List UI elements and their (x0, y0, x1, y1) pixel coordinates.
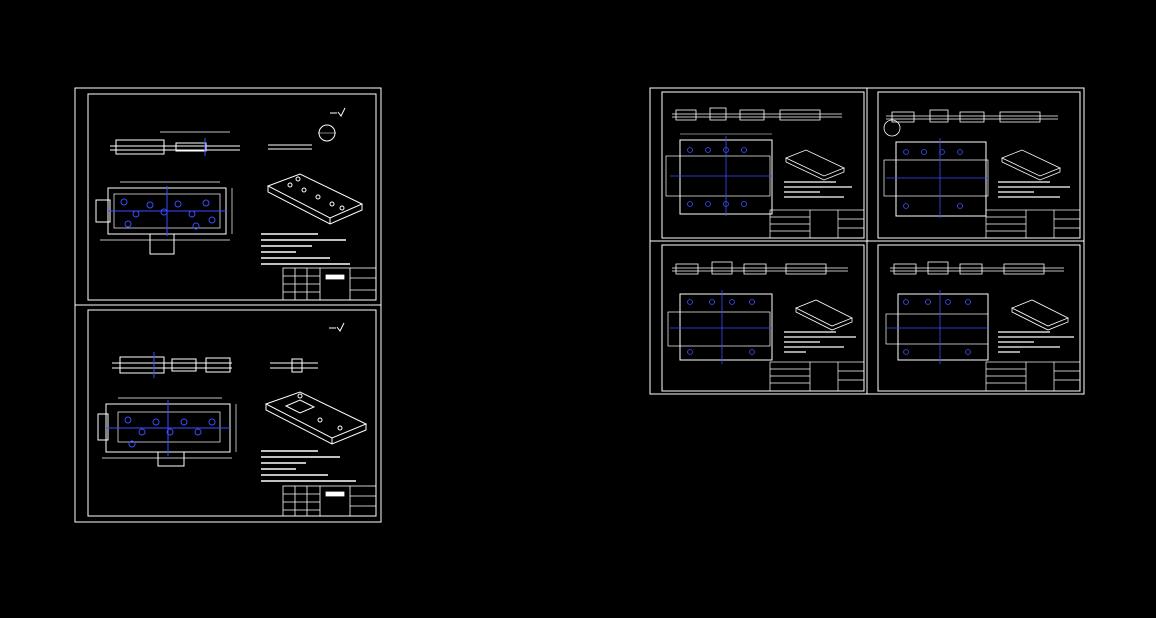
technical-notes (998, 181, 1070, 198)
roughness-symbol (329, 322, 345, 332)
plan-view (883, 138, 989, 218)
sheet-border (661, 244, 865, 392)
title-block (769, 361, 865, 392)
left-drawing-set[interactable] (74, 87, 382, 523)
plan-view (97, 397, 237, 467)
plan-view (665, 133, 773, 216)
iso-view (1011, 299, 1069, 331)
sheet-right-top-right[interactable] (877, 91, 1081, 239)
iso-view (785, 149, 845, 181)
title-block (985, 209, 1081, 239)
iso-view (1001, 149, 1061, 181)
sheet-border (877, 91, 1081, 239)
plan-view (95, 181, 233, 255)
side-view (672, 261, 848, 275)
sheet-border (661, 91, 865, 239)
sheet-border (87, 309, 377, 517)
sheet-right-bottom-left[interactable] (661, 244, 865, 392)
iso-view (264, 391, 368, 445)
sheet-left-top[interactable] (87, 93, 377, 301)
title-block (282, 267, 377, 301)
side-view (883, 109, 1058, 137)
plan-view (885, 290, 989, 364)
technical-notes (784, 331, 856, 353)
technical-notes (261, 233, 350, 265)
technical-notes (998, 331, 1074, 353)
side-view (112, 352, 232, 378)
end-view (270, 358, 318, 373)
side-view (672, 107, 842, 121)
plan-view (667, 290, 773, 364)
iso-view (266, 173, 364, 225)
side-view (890, 261, 1064, 275)
title-block (282, 485, 377, 517)
sheet-left-bottom[interactable] (87, 309, 377, 517)
sheet-border (87, 93, 377, 301)
sheet-right-top-left[interactable] (661, 91, 865, 239)
end-view (268, 124, 336, 150)
title-block (769, 209, 865, 239)
title-block (985, 361, 1081, 392)
roughness-symbol (330, 107, 346, 117)
sheet-border (877, 244, 1081, 392)
iso-view (795, 299, 853, 331)
right-drawing-set[interactable] (649, 87, 1085, 395)
sheet-right-bottom-right[interactable] (877, 244, 1081, 392)
side-view (110, 131, 240, 156)
technical-notes (261, 450, 356, 482)
technical-notes (784, 181, 852, 198)
